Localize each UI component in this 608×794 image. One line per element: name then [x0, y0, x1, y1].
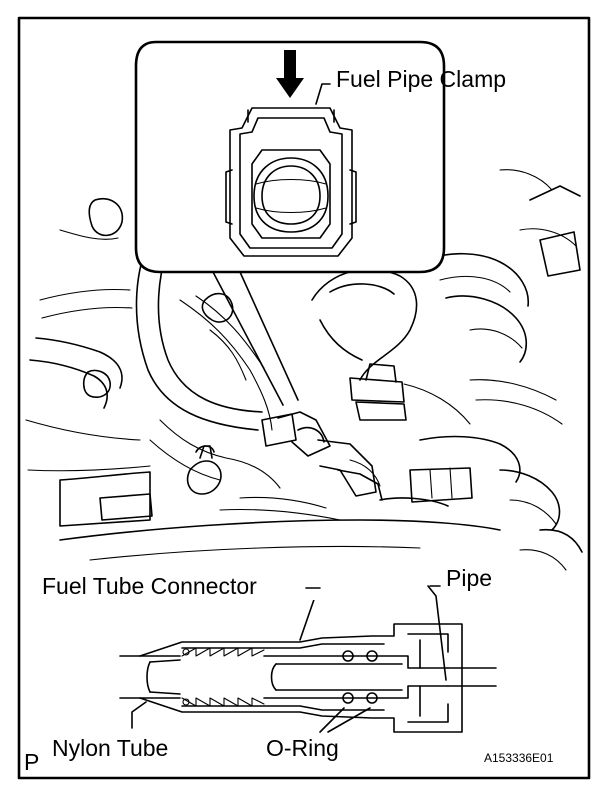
clamp-leader-line: [212, 271, 299, 406]
clamp-detail-inset: Fuel Pipe Clamp: [134, 40, 506, 274]
o-ring-bottom-2: [366, 692, 378, 704]
fuel-pipe-clamp-label: Fuel Pipe Clamp: [336, 66, 506, 92]
fuel-tube-connector-label: Fuel Tube Connector: [42, 573, 257, 599]
nylon-tube-label: Nylon Tube: [52, 735, 168, 761]
pipe-label: Pipe: [446, 565, 492, 591]
figure-id: A153336E01: [484, 751, 554, 765]
o-ring-top-1: [342, 650, 354, 662]
connector-cross-section: [119, 585, 497, 733]
diagram-frame: [17, 16, 591, 780]
push-direction-arrow: [276, 50, 304, 98]
o-ring-label: O-Ring: [266, 735, 339, 761]
o-ring-top-2: [366, 650, 378, 662]
o-ring-bottom-1: [342, 692, 354, 704]
fuel-pipe-clamp-shape: [225, 107, 357, 257]
corner-letter: P: [24, 749, 39, 775]
